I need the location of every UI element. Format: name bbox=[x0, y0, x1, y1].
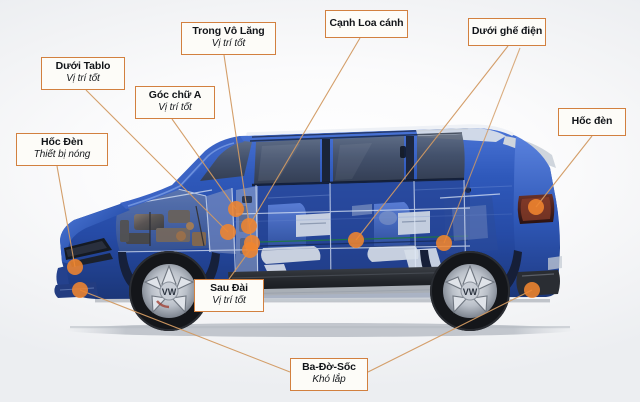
marker-front-seat[interactable] bbox=[348, 232, 364, 248]
callout-subtitle: Vị trí tốt bbox=[212, 294, 246, 306]
callout-canh-loa-canh[interactable]: Cạnh Loa cánh bbox=[325, 10, 408, 38]
callout-subtitle: Vị trí tốt bbox=[66, 72, 100, 84]
callout-goc-chu-a[interactable]: Góc chữ A Vị trí tốt bbox=[135, 86, 215, 119]
callout-subtitle: Thiết bị nóng bbox=[33, 148, 91, 160]
callout-hoc-den-truoc[interactable]: Hốc Đèn Thiết bị nóng bbox=[16, 133, 108, 166]
callout-ba-do-soc[interactable]: Ba-Đờ-Sốc Khó lắp bbox=[290, 358, 368, 391]
marker-a-pillar[interactable] bbox=[228, 201, 244, 217]
svg-text:VW: VW bbox=[162, 287, 177, 297]
marker-radio-back[interactable] bbox=[242, 242, 258, 258]
callout-title: Hốc đèn bbox=[571, 114, 613, 127]
marker-headlight[interactable] bbox=[67, 259, 83, 275]
callout-hoc-den-sau[interactable]: Hốc đèn bbox=[558, 108, 626, 136]
callout-trong-vo-lang[interactable]: Trong Vô Lăng Vị trí tốt bbox=[181, 22, 276, 55]
callout-title: Trong Vô Lăng bbox=[192, 25, 265, 37]
svg-text:VW: VW bbox=[463, 287, 478, 297]
callout-title: Góc chữ A bbox=[148, 89, 202, 101]
marker-dashboard[interactable] bbox=[220, 224, 236, 240]
callout-subtitle: Khó lắp bbox=[312, 373, 346, 385]
marker-taillight[interactable] bbox=[528, 199, 544, 215]
callout-title: Cạnh Loa cánh bbox=[329, 16, 404, 29]
marker-rear-bumper[interactable] bbox=[524, 282, 540, 298]
callout-subtitle: Vị trí tốt bbox=[211, 37, 246, 49]
callout-duoi-ghe-dien[interactable]: Dưới ghế điện bbox=[468, 18, 546, 46]
callout-title: Hốc Đèn bbox=[41, 136, 83, 148]
callout-title: Dưới Tablo bbox=[55, 60, 111, 72]
callout-title: Ba-Đờ-Sốc bbox=[302, 361, 356, 373]
callout-duoi-tablo[interactable]: Dưới Tablo Vị trí tốt bbox=[41, 57, 125, 90]
callout-subtitle: Vị trí tốt bbox=[158, 101, 192, 113]
marker-roof-speaker[interactable] bbox=[241, 218, 257, 234]
callout-sau-dai[interactable]: Sau Đài Vị trí tốt bbox=[194, 279, 264, 312]
callout-title: Dưới ghế điện bbox=[471, 24, 543, 37]
marker-front-bumper[interactable] bbox=[72, 282, 88, 298]
callout-title: Sau Đài bbox=[210, 282, 248, 294]
marker-rear-seat[interactable] bbox=[436, 235, 452, 251]
